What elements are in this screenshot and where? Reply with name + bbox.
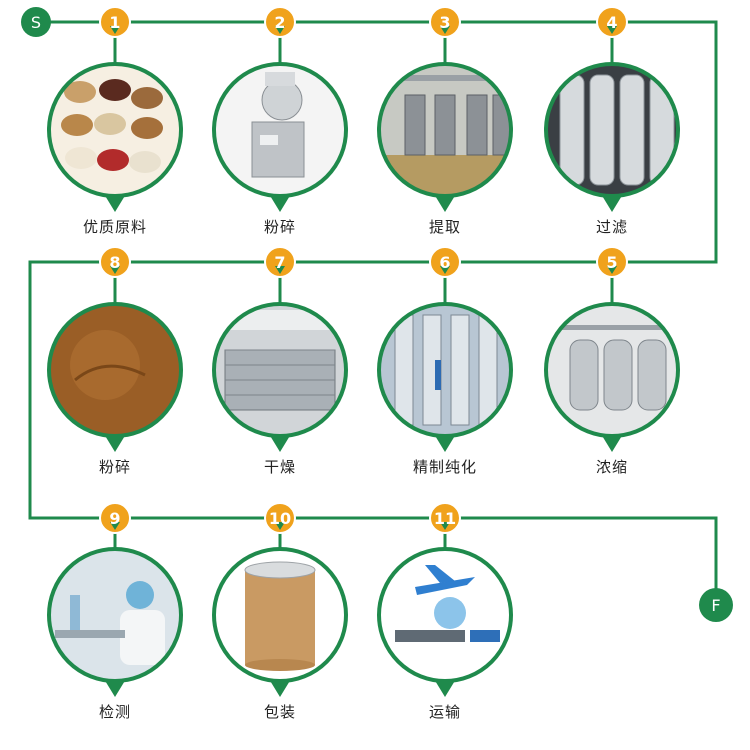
step-number-badge: 11 <box>429 502 461 534</box>
step-label: 浓缩 <box>595 458 628 476</box>
step-number: 10 <box>269 509 291 528</box>
flow-connector-line <box>28 20 718 605</box>
step-3: 3 <box>377 6 513 212</box>
step-number: 4 <box>606 13 617 32</box>
step-number: 6 <box>439 253 450 272</box>
step-number: 5 <box>606 253 617 272</box>
step-label: 提取 <box>428 218 461 236</box>
pin-pointer <box>269 679 291 697</box>
grinder-machine-photo <box>214 64 346 196</box>
pin-pointer <box>434 679 456 697</box>
step-number-badge: 3 <box>429 6 461 38</box>
pin-pointer <box>104 194 126 212</box>
step-label: 粉碎 <box>98 458 131 476</box>
pin-pointer <box>601 194 623 212</box>
brown-powder-photo <box>49 304 181 436</box>
finish-node: F <box>699 588 733 622</box>
step-2: 2 <box>212 6 348 212</box>
step-label: 检测 <box>98 703 131 721</box>
step-10: 10 <box>212 502 348 697</box>
terminals: SF <box>21 7 733 622</box>
step-label: 干燥 <box>263 458 296 476</box>
step-4: 4 <box>544 6 680 212</box>
step-number-badge: 10 <box>264 502 296 534</box>
step-11: 11 <box>377 502 513 697</box>
step-label: 包装 <box>263 703 296 721</box>
process-steps: 1 2 3 4 5 6 7 8 9 10 11 <box>47 6 680 697</box>
pin-pointer <box>104 679 126 697</box>
step-number-badge: 8 <box>99 246 131 278</box>
step-7: 7 <box>212 246 348 452</box>
pin-pointer <box>269 194 291 212</box>
fiber-drum-photo <box>214 549 346 681</box>
step-number-badge: 4 <box>596 6 628 38</box>
step-label: 优质原料 <box>82 218 147 236</box>
start-label: S <box>31 13 41 32</box>
step-number: 2 <box>274 13 285 32</box>
step-1: 1 <box>47 6 183 212</box>
step-label: 粉碎 <box>263 218 296 236</box>
pin-pointer <box>104 434 126 452</box>
step-number-badge: 6 <box>429 246 461 278</box>
step-label: 过滤 <box>595 218 628 236</box>
step-number: 9 <box>109 509 120 528</box>
step-number: 1 <box>109 13 120 32</box>
pin-pointer <box>601 434 623 452</box>
finish-label: F <box>711 596 720 615</box>
plane-and-ship-photo <box>379 549 511 681</box>
start-node: S <box>21 7 51 37</box>
step-label: 运输 <box>428 703 461 721</box>
step-5: 5 <box>544 246 680 452</box>
step-6: 6 <box>377 246 513 452</box>
concentrator-photo <box>546 304 678 436</box>
step-8: 8 <box>47 246 183 452</box>
step-number: 8 <box>109 253 120 272</box>
pin-pointer <box>434 194 456 212</box>
step-number-badge: 1 <box>99 6 131 38</box>
step-number-badge: 9 <box>99 502 131 534</box>
step-number: 7 <box>274 253 285 272</box>
pin-pointer <box>269 434 291 452</box>
step-number: 3 <box>439 13 450 32</box>
pin-pointer <box>434 434 456 452</box>
step-number-badge: 2 <box>264 6 296 38</box>
raw-herbs-photo <box>49 64 181 196</box>
step-label: 精制纯化 <box>412 458 477 476</box>
dryer-photo <box>214 304 346 436</box>
step-number-badge: 7 <box>264 246 296 278</box>
step-number: 11 <box>434 509 456 528</box>
step-9: 9 <box>47 502 183 697</box>
step-number-badge: 5 <box>596 246 628 278</box>
lab-testing-photo <box>49 549 181 681</box>
flow-path <box>28 20 718 605</box>
filter-tanks-photo <box>546 64 678 196</box>
